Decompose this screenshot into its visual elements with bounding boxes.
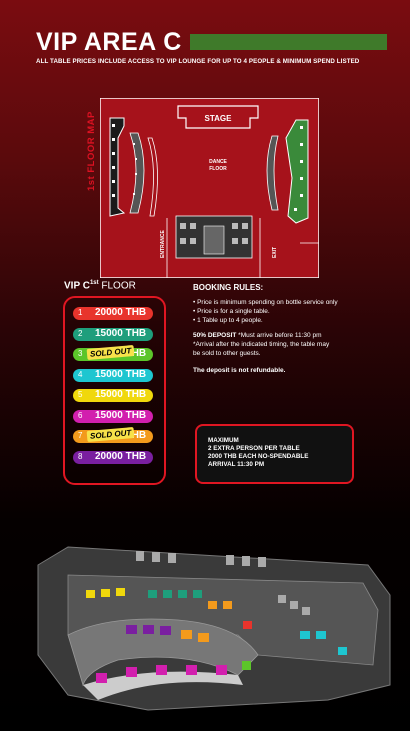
exit-label: EXIT — [272, 247, 278, 258]
booking-rule-item: • 1 Table up to 4 people. — [193, 317, 263, 324]
vip-table-row[interactable]: 2 15000 THB — [73, 327, 153, 341]
accent-bar — [190, 34, 387, 50]
booking-rules-heading: BOOKING RULES: — [193, 283, 264, 292]
refund-note: The deposit is not refundable. — [193, 367, 286, 374]
vip-title-text: VIP C — [64, 280, 90, 292]
vip-table-number: 6 — [78, 410, 83, 420]
dance-floor-label: DANCE — [209, 159, 227, 165]
stage-outline — [177, 105, 259, 129]
vip-table-row[interactable]: 1 20000 THB — [73, 307, 153, 320]
vip-section-title: VIP C1st FLOOR — [64, 280, 136, 291]
vip-table-price: 15000 THB — [95, 389, 147, 400]
floor-map: STAGE DANCE FLOOR ENTRANCE EXIT — [100, 98, 319, 278]
floor-3d-illustration — [37, 546, 391, 711]
deposit-bold: 50% DEPOSIT — [193, 332, 237, 339]
dance-floor-label-2: FLOOR — [209, 166, 227, 172]
vip-table-row[interactable]: 8 20000 THB — [73, 450, 153, 464]
vip-title-suffix: FLOOR — [101, 280, 136, 292]
booking-rule-item: • Price is for a single table. — [193, 308, 270, 315]
vip-table-price: 20000 THB — [95, 307, 147, 318]
entrance-label: ENTRANCE — [160, 230, 166, 258]
vip-table-row[interactable]: 5 15000 THB — [73, 389, 153, 402]
vip-table-number: 1 — [78, 308, 83, 317]
vip-table-number: 4 — [78, 369, 83, 379]
maximum-info-box: MAXIMUM 2 EXTRA PERSON PER TABLE 2000 TH… — [195, 424, 354, 484]
vip-table-price: 20000 THB — [95, 450, 147, 462]
deposit-rest: *Must arrive before 11:30 pm — [236, 332, 322, 339]
max-line: MAXIMUM — [208, 437, 239, 444]
max-line: 2000 THB EACH NO-SPENDABLE — [208, 453, 309, 460]
vip-table-row[interactable]: 6 15000 THB — [73, 409, 153, 423]
deposit-line: 50% DEPOSIT *Must arrive before 11:30 pm — [193, 331, 393, 340]
vip-title-sup: 1st — [89, 280, 99, 286]
right-curved-booth — [266, 135, 279, 211]
vip-table-price: 15000 THB — [95, 327, 147, 339]
left-booth-area — [109, 117, 126, 217]
booking-rules: BOOKING RULES: • Price is minimum spendi… — [193, 283, 393, 375]
center-bar — [203, 225, 225, 255]
vip-table-row[interactable]: 4 15000 THB — [73, 368, 153, 382]
decor-chairs — [136, 551, 310, 615]
deposit-note: *Arrival after the indicated timing, the… — [193, 341, 330, 348]
max-line: 2 EXTRA PERSON PER TABLE — [208, 445, 300, 452]
page-title: VIP AREA C — [36, 28, 182, 56]
vip-table-number: 8 — [78, 451, 83, 461]
vip-table-number: 3 — [78, 349, 83, 358]
vip-table-number: 5 — [78, 390, 83, 399]
deposit-note: be sold to other guests. — [193, 350, 261, 357]
left-rail — [147, 137, 158, 217]
booking-rule-item: • Price is minimum spending on bottle se… — [193, 299, 338, 306]
floor-map-side-label: 1st FLOOR MAP — [84, 98, 98, 193]
table-markers-3d — [86, 588, 347, 683]
page-subtitle: ALL TABLE PRICES INCLUDE ACCESS TO VIP L… — [36, 58, 360, 65]
floor-3d-rail — [83, 671, 243, 700]
vip-table-price: 15000 THB — [95, 409, 147, 421]
vip-table-price: 15000 THB — [95, 368, 147, 380]
floor-map-side-label-text: 1st FLOOR MAP — [86, 111, 97, 191]
max-line: ARRIVAL 11:30 PM — [208, 461, 265, 468]
stage-label: STAGE — [205, 114, 233, 123]
vip-table-number: 2 — [78, 328, 83, 338]
vip-table-number: 7 — [78, 431, 83, 440]
